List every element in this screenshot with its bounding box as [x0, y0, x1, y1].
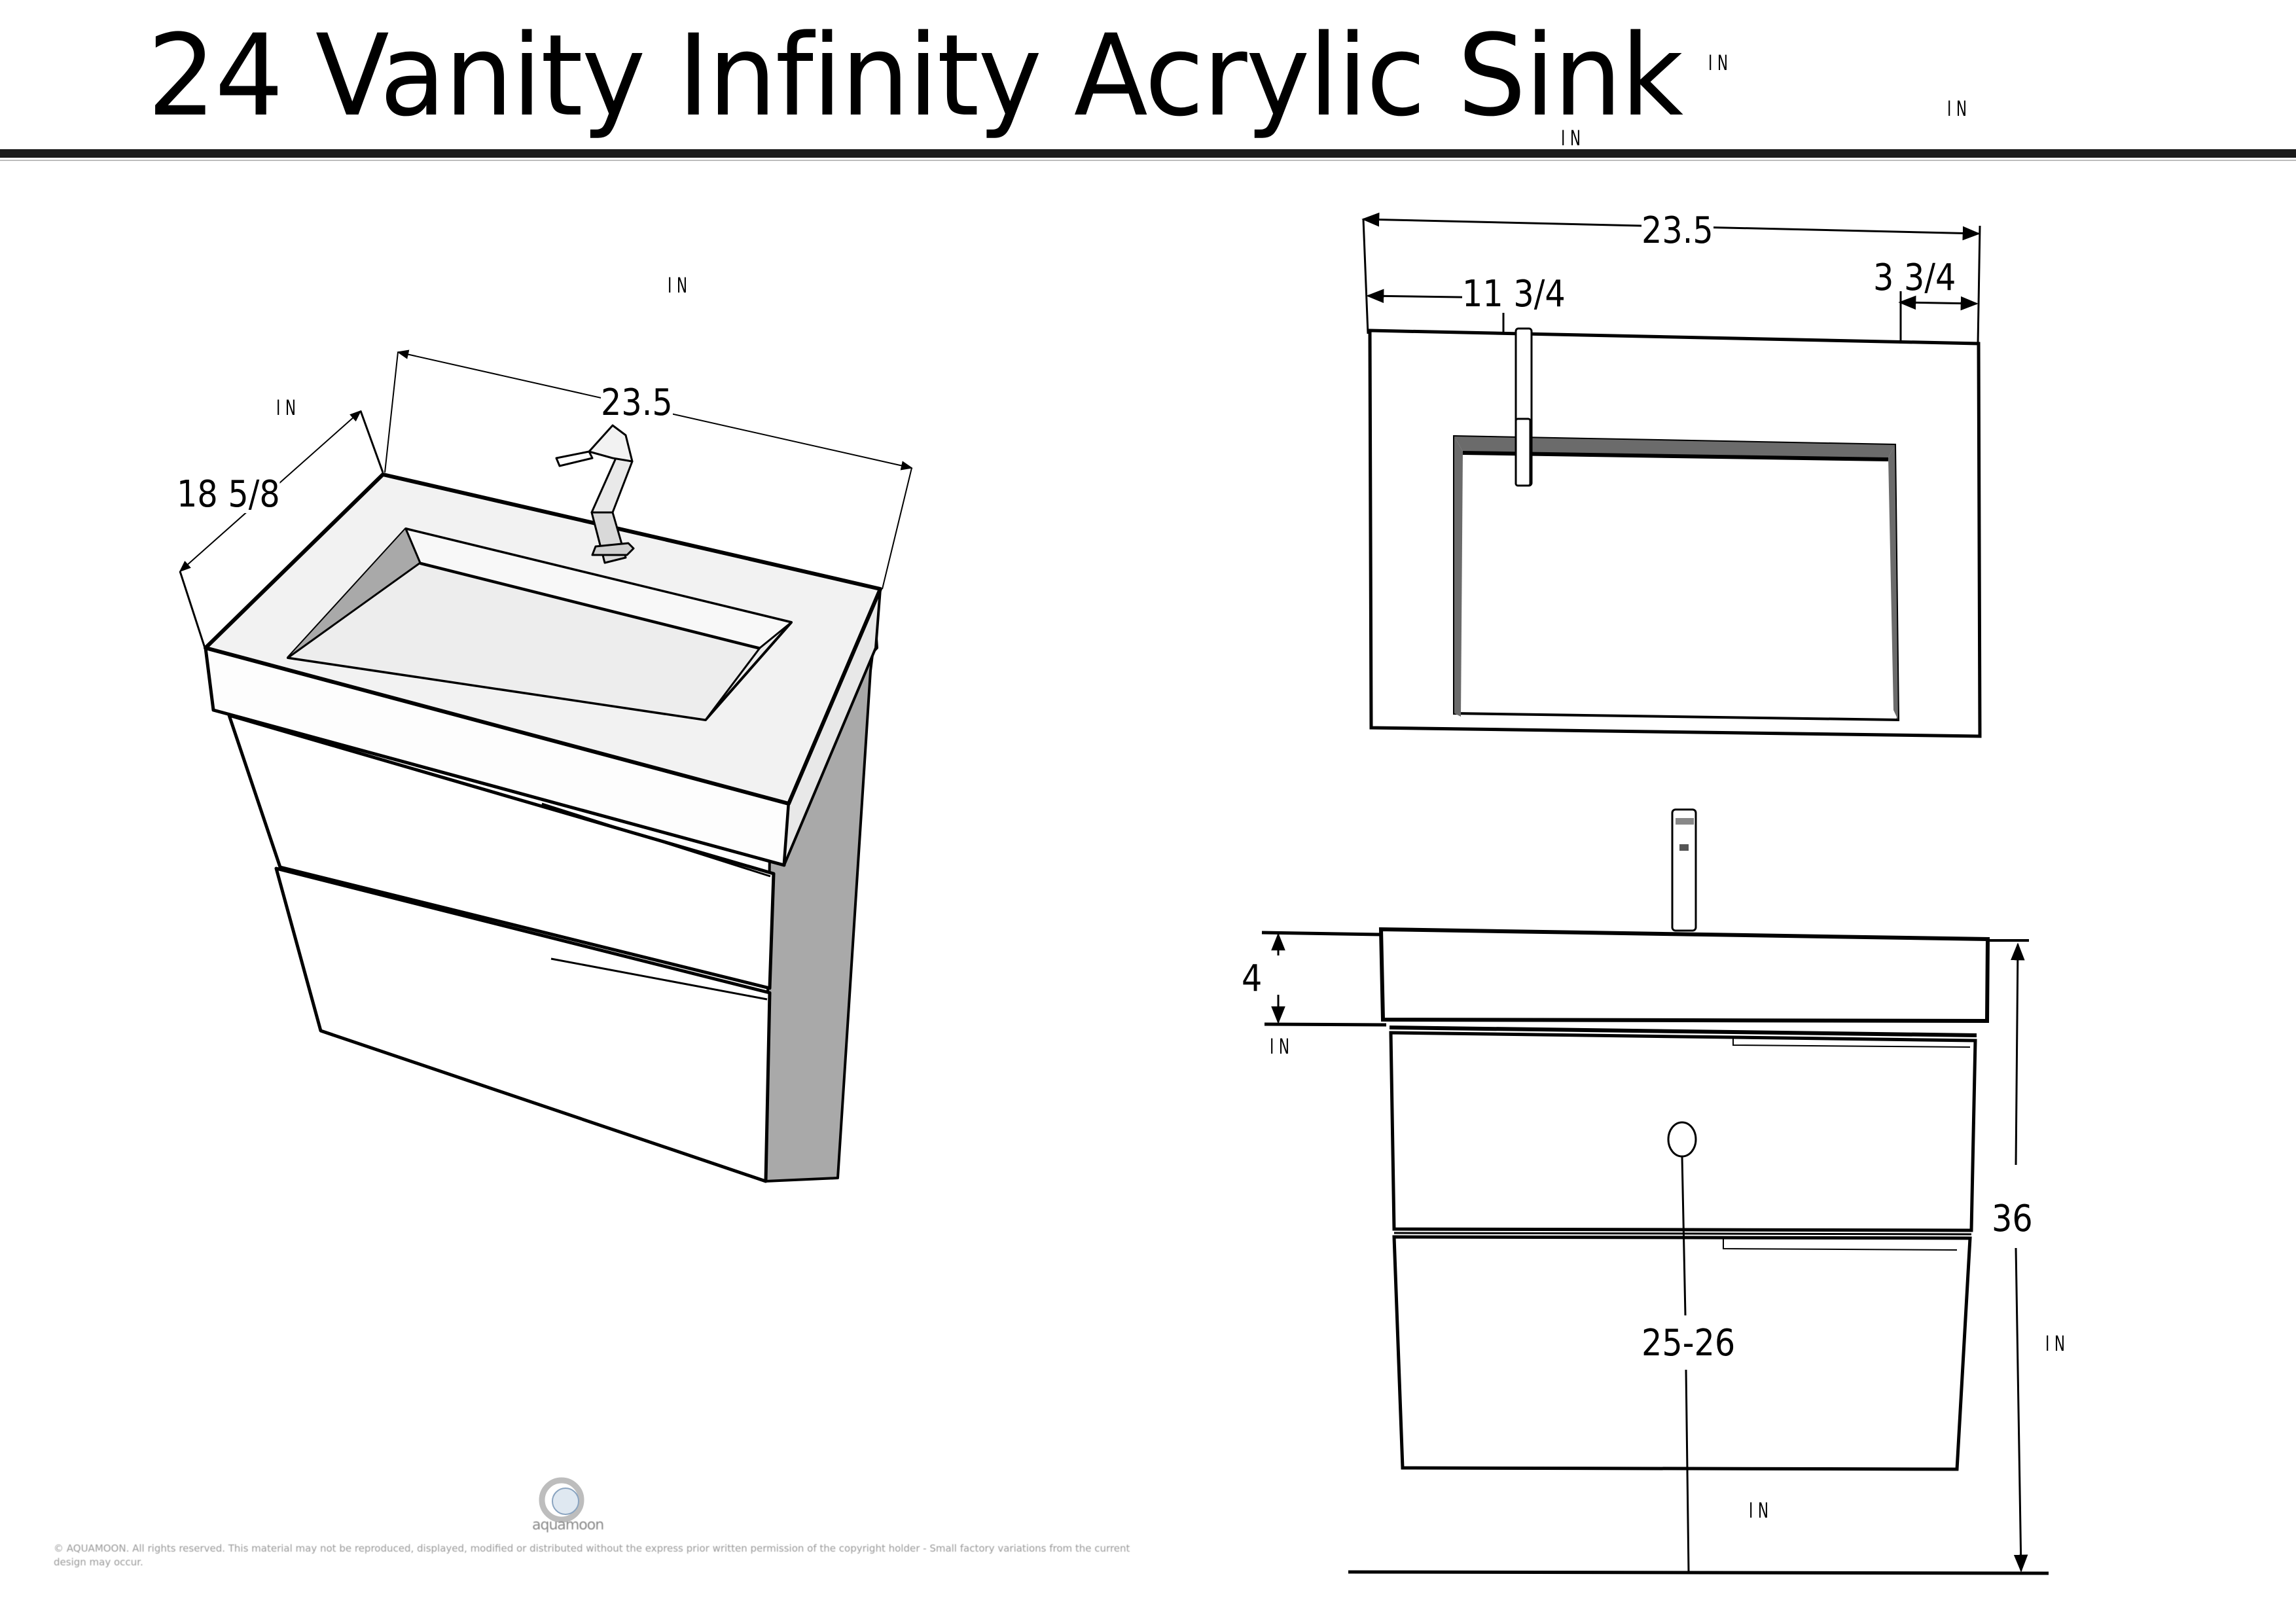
iso-width-label: 23.5 [601, 382, 673, 424]
aquamoon-logo-icon [539, 1477, 584, 1523]
unit-label: IN [1749, 1498, 1774, 1523]
copyright-notice: © AQUAMOON. All rights reserved. This ma… [54, 1543, 1130, 1568]
top-faucet-left-label: 11 3/4 [1462, 273, 1566, 315]
top-faucet-right-label: 3 3/4 [1873, 257, 1956, 299]
unit-label: IN [668, 273, 692, 298]
unit-label: IN [1947, 96, 1972, 121]
isometric-vanity [179, 349, 913, 1183]
sink-height-label: 4 [1242, 957, 1263, 1000]
drain-height-label: 25-26 [1641, 1322, 1736, 1364]
page-title: 24 Vanity Infinity Acrylic Sink [147, 10, 1683, 141]
unit-label: IN [2045, 1331, 2070, 1356]
title-divider-shadow [0, 160, 2296, 161]
unit-label: IN [1270, 1034, 1295, 1059]
iso-depth-label: 18 5/8 [177, 473, 280, 516]
title-divider [0, 149, 2296, 158]
total-height-label: 36 [1992, 1198, 2033, 1240]
top-overall-width-label: 23.5 [1641, 209, 1713, 252]
brand-name: aquamoon [532, 1517, 604, 1533]
unit-label: IN [1561, 126, 1586, 151]
top-view [1361, 212, 1982, 738]
unit-label: IN [1708, 50, 1733, 75]
front-view [1261, 808, 2049, 1575]
